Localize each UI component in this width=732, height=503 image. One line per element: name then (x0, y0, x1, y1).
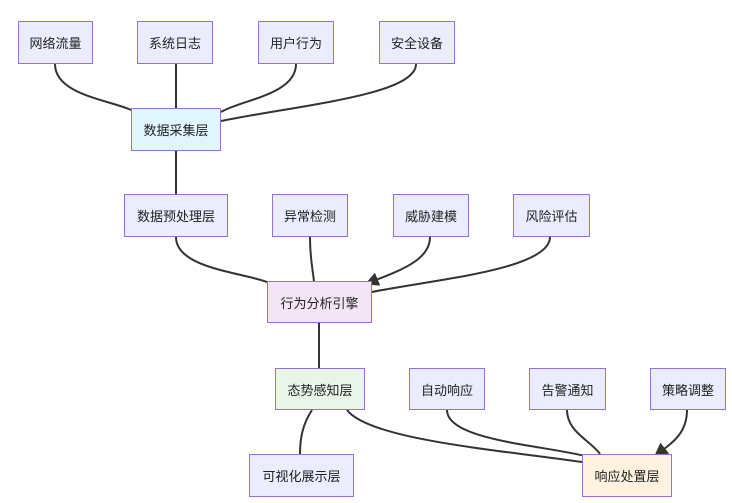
node-alert-notify: 告警通知 (529, 368, 606, 410)
node-user-behavior: 用户行为 (258, 21, 334, 64)
node-visualization: 可视化展示层 (249, 454, 354, 497)
node-security-device: 安全设备 (379, 21, 455, 64)
edge-threat-model-to-engine (364, 236, 431, 286)
node-sys-log: 系统日志 (137, 21, 213, 64)
edge-anomaly-to-engine (309, 236, 315, 283)
node-threat-modeling: 威胁建模 (393, 194, 469, 237)
node-preprocess: 数据预处理层 (124, 194, 228, 237)
node-data-collection: 数据采集层 (131, 108, 221, 151)
node-auto-response: 自动响应 (409, 368, 485, 410)
node-anomaly-detection: 异常检测 (272, 194, 348, 237)
edge-preprocess-to-engine (175, 236, 268, 283)
node-risk-assessment: 风险评估 (513, 194, 590, 237)
edge-auto-response-to-response (446, 409, 586, 457)
edge-awareness-to-visual (299, 409, 313, 455)
edge-user-behavior-to-collection (220, 63, 297, 113)
edge-security-device-to-collection (220, 63, 417, 122)
edge-net-traffic-to-collection (54, 63, 132, 111)
edge-awareness-to-response (346, 409, 583, 463)
edge-policy-to-response (653, 409, 688, 457)
edge-alert-to-response (566, 409, 601, 455)
node-situation-awareness: 态势感知层 (275, 368, 365, 410)
node-policy-adjust: 策略调整 (650, 368, 726, 410)
edge-risk-assess-to-engine (371, 236, 551, 293)
node-response-handling: 响应处置层 (582, 454, 672, 497)
node-behavior-engine: 行为分析引擎 (267, 281, 372, 323)
node-net-traffic: 网络流量 (18, 21, 93, 64)
